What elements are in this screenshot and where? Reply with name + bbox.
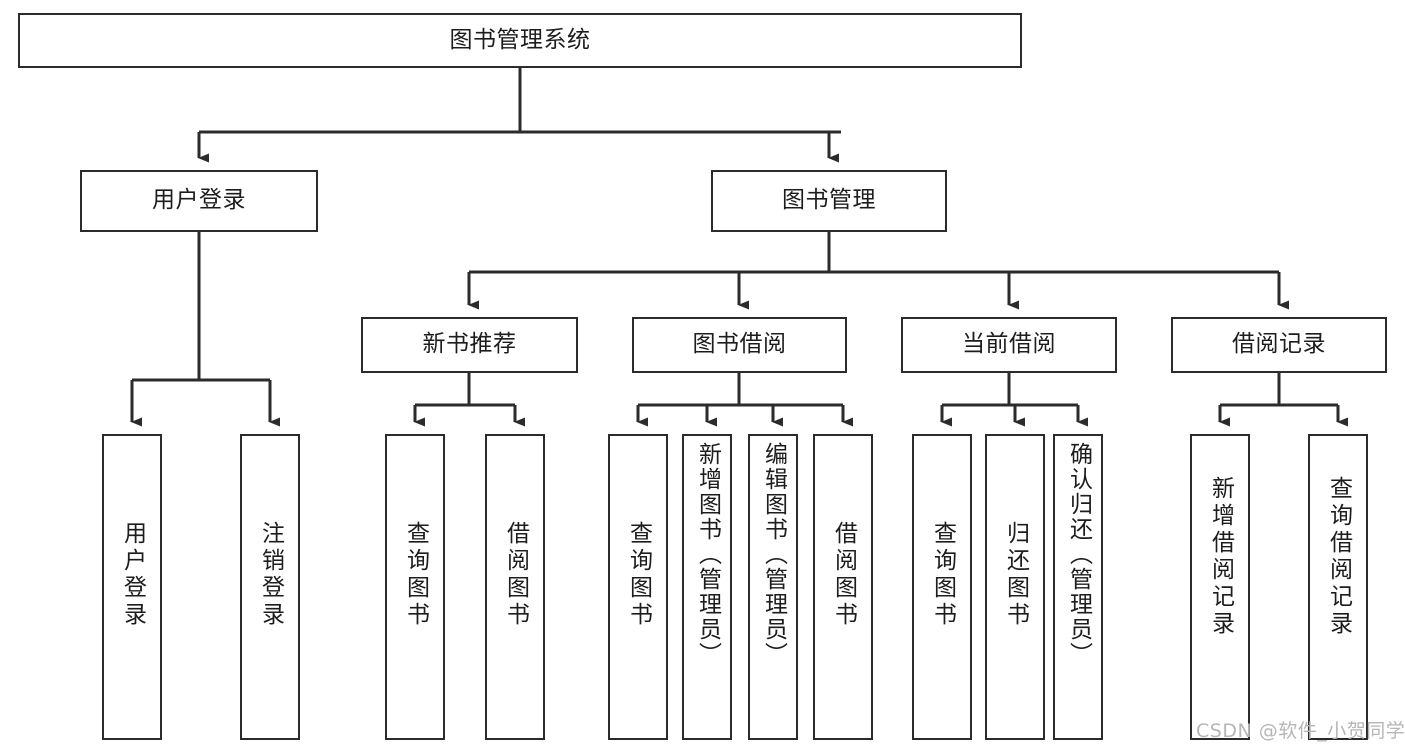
node-leaf-add-borrow-record-label: 新增借阅记录	[1207, 476, 1234, 638]
node-book-borrow[interactable]: 图书借阅	[632, 317, 847, 373]
node-leaf-add-book[interactable]: 新增图书（管理员）	[682, 434, 732, 740]
node-user-login-label: 用户登录	[152, 187, 246, 214]
node-new-book-recommend-label: 新书推荐	[422, 331, 517, 358]
node-leaf-borrow-book-borrow[interactable]: 借阅图书	[813, 434, 873, 740]
node-leaf-query-book-current-label: 查询图书	[929, 521, 956, 629]
node-leaf-user-logout-label: 注销登录	[257, 521, 284, 629]
node-leaf-edit-book[interactable]: 编辑图书（管理员）	[748, 434, 798, 740]
node-leaf-query-borrow-record-label: 查询借阅记录	[1325, 476, 1352, 638]
node-leaf-query-book-recommend[interactable]: 查询图书	[385, 434, 445, 740]
node-leaf-user-login-label: 用户登录	[119, 521, 146, 629]
watermark-text: CSDN @软件_小贺同学	[1196, 720, 1405, 742]
node-leaf-query-book-borrow[interactable]: 查询图书	[608, 434, 668, 740]
node-leaf-add-book-label: 新增图书（管理员）	[694, 442, 721, 667]
node-leaf-add-borrow-record[interactable]: 新增借阅记录	[1190, 434, 1250, 740]
node-leaf-return-book[interactable]: 归还图书	[985, 434, 1045, 740]
node-leaf-edit-book-label: 编辑图书（管理员）	[760, 442, 787, 667]
node-leaf-query-book-borrow-label: 查询图书	[625, 521, 652, 629]
node-book-borrow-label: 图书借阅	[692, 331, 787, 358]
node-user-login[interactable]: 用户登录	[80, 170, 318, 232]
node-borrow-record-label: 借阅记录	[1232, 331, 1326, 358]
node-leaf-query-borrow-record[interactable]: 查询借阅记录	[1308, 434, 1368, 740]
node-leaf-borrow-book-recommend[interactable]: 借阅图书	[485, 434, 545, 740]
node-leaf-query-book-current[interactable]: 查询图书	[912, 434, 972, 740]
node-leaf-user-logout[interactable]: 注销登录	[240, 434, 300, 740]
node-book-manage-label: 图书管理	[782, 187, 876, 214]
node-root[interactable]: 图书管理系统	[18, 13, 1022, 68]
node-leaf-confirm-return[interactable]: 确认归还（管理员）	[1053, 434, 1103, 740]
node-leaf-borrow-book-borrow-label: 借阅图书	[830, 521, 857, 629]
node-leaf-user-login[interactable]: 用户登录	[102, 434, 162, 740]
node-new-book-recommend[interactable]: 新书推荐	[361, 317, 578, 373]
node-root-label: 图书管理系统	[449, 26, 591, 53]
node-leaf-query-book-recommend-label: 查询图书	[402, 521, 429, 629]
node-leaf-borrow-book-recommend-label: 借阅图书	[502, 521, 529, 629]
node-current-borrow-label: 当前借阅	[962, 331, 1056, 358]
node-leaf-confirm-return-label: 确认归还（管理员）	[1065, 442, 1092, 667]
node-leaf-return-book-label: 归还图书	[1002, 521, 1029, 629]
node-current-borrow[interactable]: 当前借阅	[901, 317, 1117, 373]
node-borrow-record[interactable]: 借阅记录	[1171, 317, 1387, 373]
node-book-manage[interactable]: 图书管理	[711, 170, 947, 232]
